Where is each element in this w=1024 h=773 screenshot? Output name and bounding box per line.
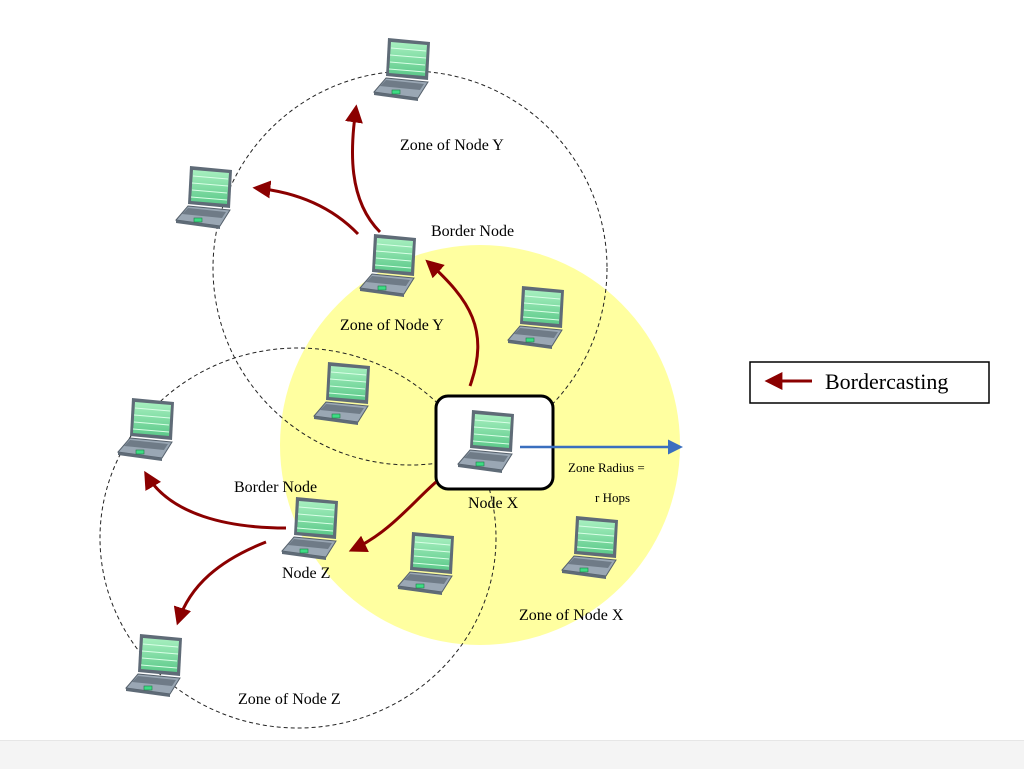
laptop-icon <box>359 233 417 298</box>
laptop-icon <box>117 397 175 462</box>
bordercast-arrow <box>348 480 437 552</box>
zone-radius-label: Zone Radius = <box>568 460 645 475</box>
bordercast-arrow <box>173 540 267 626</box>
node-z-label: Node Z <box>282 565 330 582</box>
legend-label: Bordercasting <box>825 369 948 394</box>
bordercast-arrow <box>425 259 480 387</box>
laptop-icon <box>175 165 233 230</box>
border-node-top-label: Border Node <box>431 223 514 240</box>
border-node-left-label: Border Node <box>234 479 317 496</box>
laptop-icon <box>125 633 183 698</box>
laptop-icon <box>373 37 431 102</box>
footer-strip <box>0 740 1024 769</box>
zone-z-label: Zone of Node Z <box>238 691 341 708</box>
zone-x-label: Zone of Node X <box>519 607 624 624</box>
bordercast-arrow <box>144 470 287 530</box>
node-x-label: Node X <box>468 495 519 512</box>
legend: Bordercasting <box>749 361 990 404</box>
zone-y-top-label: Zone of Node Y <box>400 137 504 154</box>
zone-y-inner-label: Zone of Node Y <box>340 317 444 334</box>
zone-radius-hops-label: r Hops <box>595 490 630 505</box>
bordercast-arrow <box>252 180 360 236</box>
bordercast-arrow <box>345 104 382 234</box>
zone-z-boundary <box>99 347 497 729</box>
